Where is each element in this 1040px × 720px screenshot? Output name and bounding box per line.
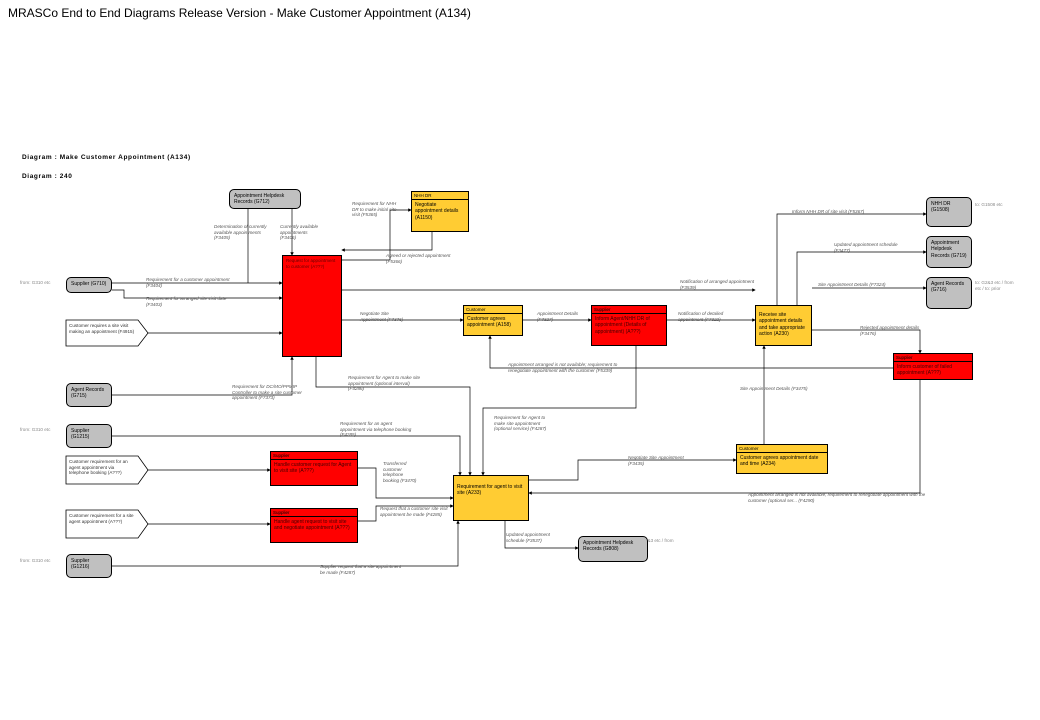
process-header: Customer [464, 306, 522, 314]
flow-label: Transferred customer telephone booking (… [383, 461, 417, 484]
process-agent-visit-site[interactable]: Requirement for agent to visit site (A23… [453, 475, 529, 521]
process-text: Negotiate appointment details (A1150) [415, 202, 459, 221]
store-agent-g715[interactable]: Agent Records (G715) [66, 383, 112, 407]
store-appointment-helpdesk-g719[interactable]: Appointment Helpdesk Records (G719) [926, 236, 972, 268]
flow-label: Request that a customer site visit appoi… [380, 506, 448, 517]
flow-label: Negotiate Site Appointment (F7376) [360, 311, 404, 322]
flow-line [796, 250, 927, 305]
flow-line [112, 289, 283, 300]
flow-label: Requirement for NHH DR to make initial s… [352, 201, 397, 218]
flow-line [481, 346, 637, 476]
process-handle-agent-request[interactable]: Supplier Handle agent request to visit s… [270, 508, 358, 543]
trigger-telephone-booking: Customer requirement for an agent appoin… [69, 459, 128, 476]
diagram-number: Diagram : 240 [22, 173, 73, 180]
process-text: Receive site appointment details and tak… [759, 312, 805, 337]
process-header: Customer [737, 445, 827, 453]
process-text: Customer agrees appointment (A158) [467, 316, 511, 329]
flow-label: Requirement for arranged site visit date… [146, 296, 227, 307]
flow-label: Supplier request that a site appointment… [320, 564, 402, 575]
store-appointment-helpdesk-g808[interactable]: Appointment Helpdesk Records (G808) [578, 536, 648, 562]
side-note: to: G2&3 etc / from etc / to: prior [975, 280, 1014, 291]
flow-line [358, 467, 454, 500]
side-note: to: G1508 etc [975, 202, 1003, 207]
process-text: Inform Agent/NHH DR of appointment (Deta… [595, 316, 650, 335]
side-note: from: G310 etc [20, 558, 51, 563]
store-appointment-helpdesk-g712[interactable]: Appointment Helpdesk Records (G712) [229, 189, 301, 209]
trigger-shape [65, 319, 149, 347]
flow-label: Requirement for Agent to make site appoi… [494, 415, 547, 432]
flow-line [504, 521, 579, 550]
process-customer-agrees[interactable]: Customer Customer agrees appointment (A1… [463, 305, 523, 336]
process-customer-agrees-date[interactable]: Customer Customer agrees appointment dat… [736, 444, 828, 474]
process-header: Supplier [592, 306, 666, 314]
flow-line [341, 232, 433, 252]
process-text: Requirement for agent to visit site (A23… [457, 484, 523, 497]
process-text: Request for appointment to customer (A??… [286, 258, 336, 269]
store-nhh-dr-g1508[interactable]: NHH DR (G1508) [926, 197, 972, 227]
trigger-shape [65, 509, 149, 539]
trigger-site-agent-appointment: Customer requirement for a site agent ap… [69, 513, 134, 524]
flow-label: Currently available appointments (F3406) [280, 224, 319, 241]
flow-line [112, 520, 460, 567]
process-inform-agent[interactable]: Supplier Inform Agent/NHH DR of appointm… [591, 305, 667, 346]
store-supplier-g1215[interactable]: Supplier (G1215) [66, 424, 112, 448]
store-supplier-g1216[interactable]: Supplier (G1216) [66, 554, 112, 578]
side-note: from: G310 etc [20, 280, 51, 285]
flow-label: Negotiate Site Appointment (F3435) [628, 455, 684, 466]
flow-label: Notification of arranged appointment (F3… [680, 279, 755, 290]
flow-label: Site Appointment Details (F7324) [818, 282, 886, 287]
flow-label: Appointment arranged is not available; r… [748, 492, 926, 503]
flow-line [358, 504, 454, 522]
flow-label: Inform NHH DR of site visit (F5367) [792, 209, 865, 214]
process-handle-customer-request[interactable]: Supplier Handle customer request for Age… [270, 451, 358, 486]
flow-line [315, 357, 472, 476]
process-header: Supplier [271, 452, 357, 460]
flow-label: Requirement for a customer appointment (… [146, 277, 230, 288]
process-text: Handle agent request to visit site and n… [274, 519, 350, 532]
flow-label: Updated appointment schedule (F3537) [506, 532, 550, 543]
flow-line [776, 212, 927, 305]
flow-label: Notification of detailed appointment (F7… [678, 311, 724, 322]
process-inform-customer-failed[interactable]: Supplier Inform customer of failed appoi… [893, 353, 973, 380]
store-agent-g716[interactable]: Agent Records (G716) [926, 277, 972, 309]
process-nhh-dr-negotiate[interactable]: NHH DR Negotiate appointment details (A1… [411, 191, 469, 232]
process-text: Inform customer of failed appointment (A… [897, 364, 953, 377]
process-text: Customer agrees appointment date and tim… [740, 455, 819, 468]
flow-line [488, 335, 893, 369]
flow-line [112, 356, 294, 396]
flow-label: Site Appointment Details (F3475) [740, 386, 808, 391]
store-supplier-g710[interactable]: Supplier (G710) [66, 277, 112, 293]
process-text: Handle customer request for Agent to vis… [274, 462, 352, 475]
process-header: NHH DR [412, 192, 468, 200]
process-header: Supplier [894, 354, 972, 362]
flow-label: Determination of currently available app… [214, 224, 267, 241]
process-header: Supplier [271, 509, 357, 517]
flow-line [528, 380, 921, 495]
flow-line [529, 458, 737, 481]
flow-label: Requirement for DC/MO/PPMIP Controller t… [232, 384, 302, 401]
side-note: from: G310 etc [20, 427, 51, 432]
flow-line [812, 329, 922, 354]
flow-label: Requirement for an agent appointment via… [340, 421, 412, 438]
flow-line [342, 208, 412, 261]
process-main-request[interactable]: Request for appointment to customer (A??… [282, 255, 342, 357]
flow-label: Appointment Details (F7327) [537, 311, 579, 322]
flow-label: Appointment arranged is not available; r… [508, 362, 618, 373]
flow-label: Rejected appointment details (F3476) [860, 325, 920, 336]
page-title: MRASCo End to End Diagrams Release Versi… [8, 6, 471, 20]
flow-label: Requirement for Agent to make site appoi… [348, 375, 421, 392]
flow-label: Updated appointment schedule (F3477) [834, 242, 898, 253]
diagram-name: Diagram : Make Customer Appointment (A13… [22, 154, 191, 161]
trigger-shape [65, 455, 149, 485]
flow-line [112, 435, 462, 476]
flow-label: Agreed or rejected appointment (F5366) [386, 253, 451, 264]
process-receive-site-details[interactable]: Receive site appointment details and tak… [755, 305, 812, 346]
trigger-customer-site-visit: Customer requires a site visit making an… [69, 323, 135, 334]
